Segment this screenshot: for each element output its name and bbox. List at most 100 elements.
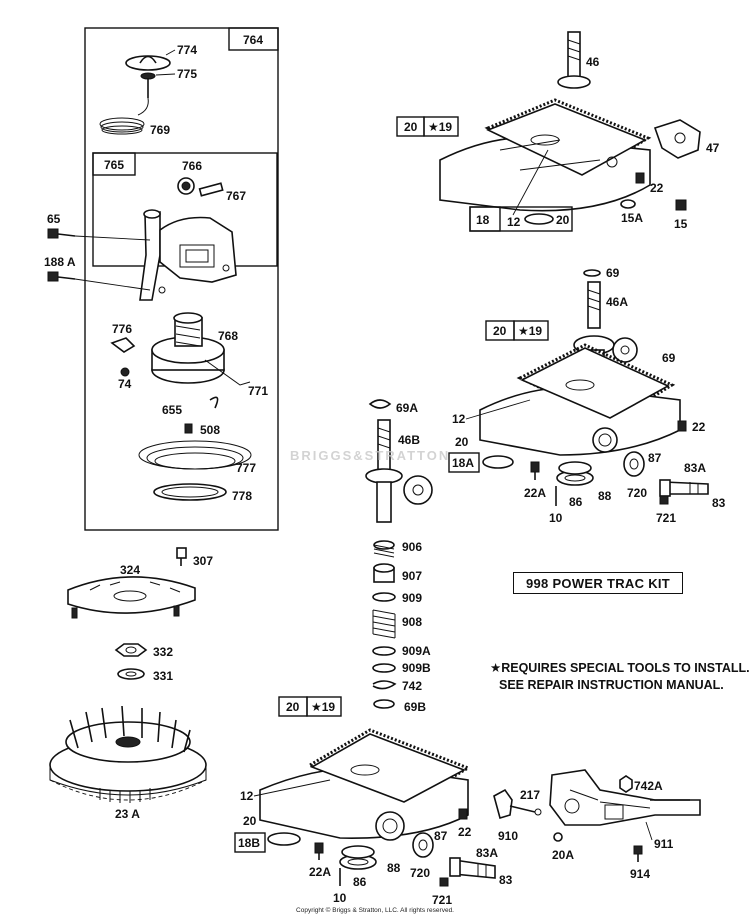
bolt-188a bbox=[47, 271, 76, 282]
label-12-mid: 12 bbox=[452, 412, 466, 426]
label-217: 217 bbox=[520, 788, 540, 802]
box-764 bbox=[228, 27, 279, 51]
flywheel-nut bbox=[114, 643, 148, 657]
label-47: 47 bbox=[706, 141, 720, 155]
label-910: 910 bbox=[498, 829, 518, 843]
label-720-mid: 720 bbox=[627, 486, 647, 500]
washer-20-top bbox=[524, 213, 554, 225]
label-331: 331 bbox=[153, 669, 173, 683]
spring-908 bbox=[372, 609, 396, 639]
label-87-bot: 87 bbox=[434, 829, 448, 843]
label-20-bot: 20 bbox=[243, 814, 257, 828]
ring-742 bbox=[372, 680, 397, 690]
label-911: 911 bbox=[654, 837, 674, 851]
label-69-mid: 69 bbox=[662, 351, 676, 365]
label-767: 767 bbox=[226, 189, 246, 203]
label-655: 655 bbox=[162, 403, 182, 417]
cup-907 bbox=[373, 563, 395, 583]
bearing-87-mid bbox=[623, 451, 645, 477]
governor-gear-46b bbox=[403, 475, 433, 505]
label-88-bot: 88 bbox=[387, 861, 401, 875]
label-87-mid: 87 bbox=[648, 451, 662, 465]
label-721-bot: 721 bbox=[432, 893, 452, 907]
label-86-bot: 86 bbox=[353, 875, 367, 889]
shaft-83-mid bbox=[659, 479, 709, 497]
bearing-87-bot bbox=[412, 832, 434, 858]
governor-gear-69 bbox=[612, 337, 638, 363]
key-721-mid bbox=[659, 495, 669, 505]
watermark: BRIGGS&STRATTON bbox=[290, 448, 451, 463]
sump-top bbox=[439, 98, 652, 212]
box-18a bbox=[448, 452, 480, 473]
screw-22a-mid bbox=[530, 461, 540, 480]
label-69b: 69B bbox=[404, 700, 426, 714]
box-19-bot-label: ★19 bbox=[311, 700, 335, 714]
label-10-mid: 10 bbox=[549, 511, 563, 525]
plug-15a bbox=[620, 199, 636, 209]
box-18b bbox=[234, 832, 266, 853]
box-19-bot bbox=[306, 696, 342, 717]
box-19-mid-label: ★19 bbox=[518, 324, 542, 338]
bracket-217-910 bbox=[493, 788, 542, 820]
nut-742a bbox=[619, 775, 633, 793]
label-20-mid: 20 bbox=[455, 435, 469, 449]
label-12-bot: 12 bbox=[240, 789, 254, 803]
label-74: 74 bbox=[118, 377, 132, 391]
box-18a-label: 18A bbox=[452, 456, 474, 470]
box-19-top bbox=[423, 116, 459, 137]
label-720-bot: 720 bbox=[410, 866, 430, 880]
shaft-83-bot bbox=[449, 857, 496, 879]
label-15: 15 bbox=[674, 217, 688, 231]
label-775: 775 bbox=[177, 67, 197, 81]
label-721-mid: 721 bbox=[656, 511, 676, 525]
label-307: 307 bbox=[193, 554, 213, 568]
label-778: 778 bbox=[232, 489, 252, 503]
screw-22-bot bbox=[458, 808, 468, 820]
label-15a: 15A bbox=[621, 211, 643, 225]
bolt-65 bbox=[47, 228, 76, 239]
gear-86-88-bot bbox=[339, 845, 377, 870]
label-906: 906 bbox=[402, 540, 422, 554]
washer-909 bbox=[372, 592, 396, 602]
gear-86-88-mid bbox=[556, 461, 594, 486]
special-tools-note: ★REQUIRES SPECIAL TOOLS TO INSTALL. SEE … bbox=[490, 660, 750, 694]
label-909a: 909A bbox=[402, 644, 431, 658]
label-22-top: 22 bbox=[650, 181, 664, 195]
label-774: 774 bbox=[177, 43, 197, 57]
flywheel-part bbox=[49, 705, 207, 803]
sump-middle bbox=[479, 343, 681, 456]
box-19-top-label: ★19 bbox=[428, 120, 452, 134]
flywheel-screen-part bbox=[67, 576, 196, 619]
label-22a-mid: 22A bbox=[524, 486, 546, 500]
rewind-starter-frame bbox=[84, 27, 279, 531]
label-324: 324 bbox=[120, 563, 140, 577]
starter-recoil-spring bbox=[138, 440, 252, 470]
label-86-mid: 86 bbox=[569, 495, 583, 509]
label-909b: 909B bbox=[402, 661, 431, 675]
bolt-914 bbox=[633, 845, 643, 862]
screw-307 bbox=[176, 547, 187, 566]
washer-909a bbox=[372, 646, 396, 656]
label-508: 508 bbox=[200, 423, 220, 437]
label-20a: 20A bbox=[552, 848, 574, 862]
note-line-2: SEE REPAIR INSTRUCTION MANUAL. bbox=[499, 678, 724, 692]
screw-22-top bbox=[635, 172, 645, 184]
governor-47 bbox=[653, 119, 701, 159]
box-18 bbox=[469, 206, 501, 232]
label-908: 908 bbox=[402, 615, 422, 629]
spring-906 bbox=[373, 540, 395, 558]
label-46a: 46A bbox=[606, 295, 628, 309]
washer-20-mid bbox=[482, 455, 514, 469]
label-83-bot: 83 bbox=[499, 873, 513, 887]
sump-bottom bbox=[259, 728, 472, 841]
label-88-mid: 88 bbox=[598, 489, 612, 503]
box-764-label: 764 bbox=[243, 33, 263, 47]
label-22-bot: 22 bbox=[458, 825, 472, 839]
box-20-bot-label: 20 bbox=[286, 700, 300, 714]
label-46: 46 bbox=[586, 55, 600, 69]
box-765-label: 765 bbox=[104, 158, 124, 172]
clip-69a bbox=[368, 399, 392, 409]
box-18b-label: 18B bbox=[238, 836, 260, 850]
starter-cup bbox=[153, 483, 227, 501]
